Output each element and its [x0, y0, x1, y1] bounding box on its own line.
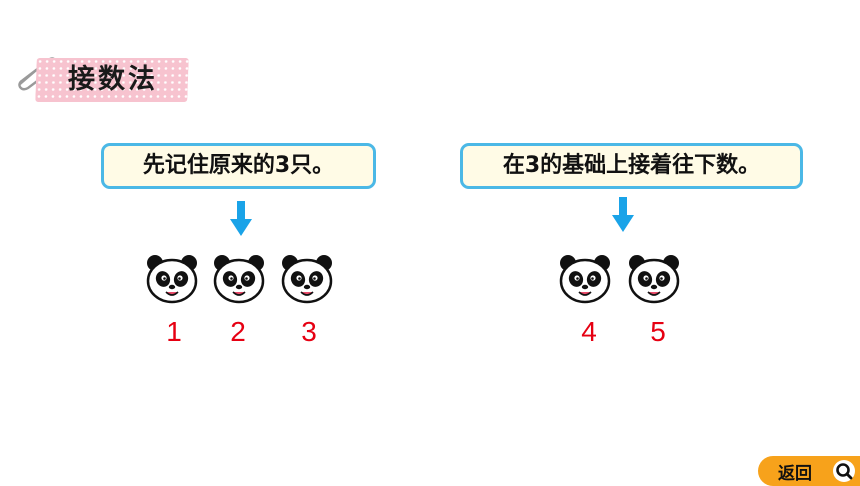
- panda-icon: [211, 250, 267, 306]
- hint-bubble-right: 在3的基础上接着往下数。: [460, 143, 803, 189]
- panda-icon: [557, 250, 613, 306]
- hint-bubble-left: 先记住原来的3只。: [101, 143, 376, 189]
- page-title: 接数法: [68, 64, 158, 95]
- count-number: 5: [650, 316, 666, 347]
- back-button[interactable]: 返回: [758, 456, 860, 486]
- back-button-label: 返回: [778, 463, 812, 484]
- count-number: 4: [581, 316, 597, 347]
- panda-icon: [279, 250, 335, 306]
- count-number: 1: [166, 316, 182, 347]
- count-number: 2: [230, 316, 246, 347]
- magnifier-icon: [833, 460, 855, 482]
- count-number: 3: [301, 316, 317, 347]
- panda-icon: [144, 250, 200, 306]
- panda-icon: [626, 250, 682, 306]
- down-arrow-icon: [612, 197, 634, 233]
- down-arrow-icon: [230, 201, 252, 237]
